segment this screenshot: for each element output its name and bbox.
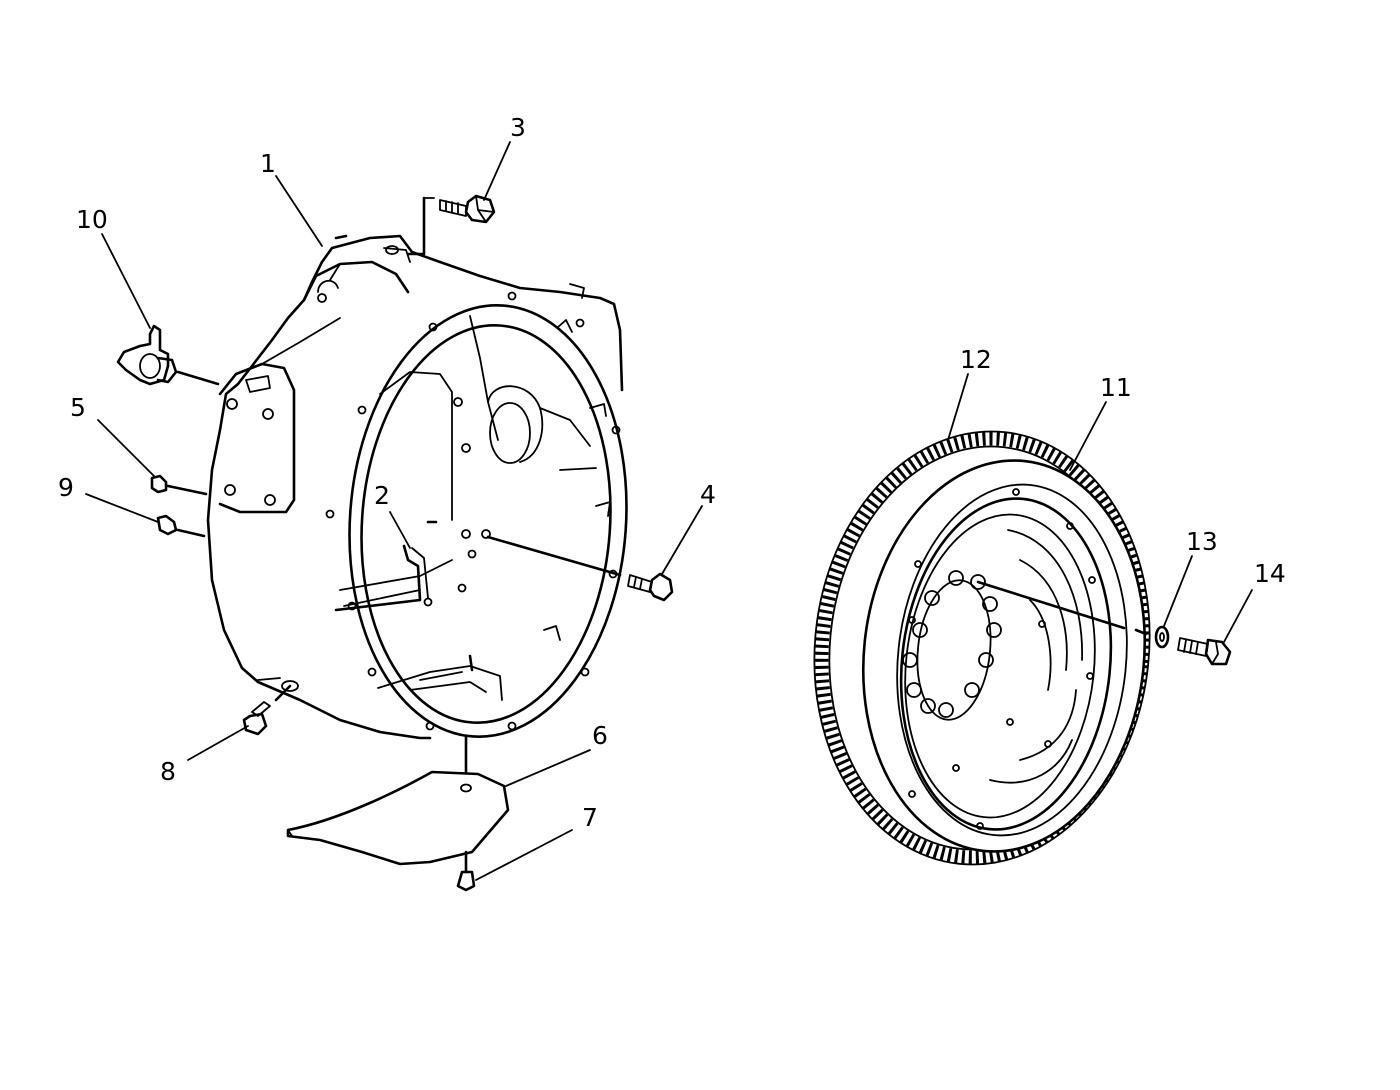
callout-13: 13 <box>1186 527 1218 556</box>
part-9-plug <box>156 514 206 538</box>
flywheel-assembly <box>813 430 1151 866</box>
leader-3 <box>483 141 511 201</box>
leader-5 <box>97 419 155 477</box>
callout-11: 11 <box>1100 373 1132 402</box>
callout-14: 14 <box>1254 559 1286 588</box>
part-7-screw <box>456 870 476 892</box>
leader-14 <box>1223 589 1253 643</box>
part-4-bolt <box>486 535 674 602</box>
leader-10 <box>101 233 151 329</box>
callout-10: 10 <box>76 205 108 234</box>
part-10-sensor <box>116 324 220 386</box>
leader-1 <box>275 175 323 247</box>
callout-numbers: 1 2 3 4 5 6 7 8 9 10 11 12 13 14 <box>58 113 1286 832</box>
leader-lines <box>85 141 1253 881</box>
part-8-bolt <box>242 684 292 736</box>
part-6-cover-plate <box>286 734 510 874</box>
callout-2: 2 <box>374 481 390 510</box>
callout-9: 9 <box>58 473 74 502</box>
callout-7: 7 <box>582 803 598 832</box>
callout-4: 4 <box>700 480 716 509</box>
leader-4 <box>661 505 703 575</box>
callout-1: 1 <box>260 149 276 178</box>
leader-6 <box>505 749 591 787</box>
part-5-plug <box>150 474 208 496</box>
flywheel-hub-holes <box>902 570 1002 718</box>
housing-flange-holes <box>325 291 621 731</box>
callout-12: 12 <box>960 345 992 374</box>
callout-3: 3 <box>510 113 526 142</box>
callout-8: 8 <box>160 757 176 786</box>
leader-7 <box>475 829 573 881</box>
part-3-bolt <box>406 194 496 256</box>
leader-8 <box>187 725 249 761</box>
leader-11 <box>1069 401 1107 471</box>
callout-5: 5 <box>70 393 86 422</box>
leader-9 <box>85 493 159 523</box>
callout-6: 6 <box>592 721 608 750</box>
flywheel-housing <box>206 234 628 740</box>
leader-2 <box>389 511 411 549</box>
flywheel-rim-holes <box>908 488 1096 830</box>
part-14-bolt <box>1177 637 1232 666</box>
leader-12 <box>947 373 969 441</box>
leader-13 <box>1163 555 1193 627</box>
part-13-washer <box>976 580 1170 649</box>
